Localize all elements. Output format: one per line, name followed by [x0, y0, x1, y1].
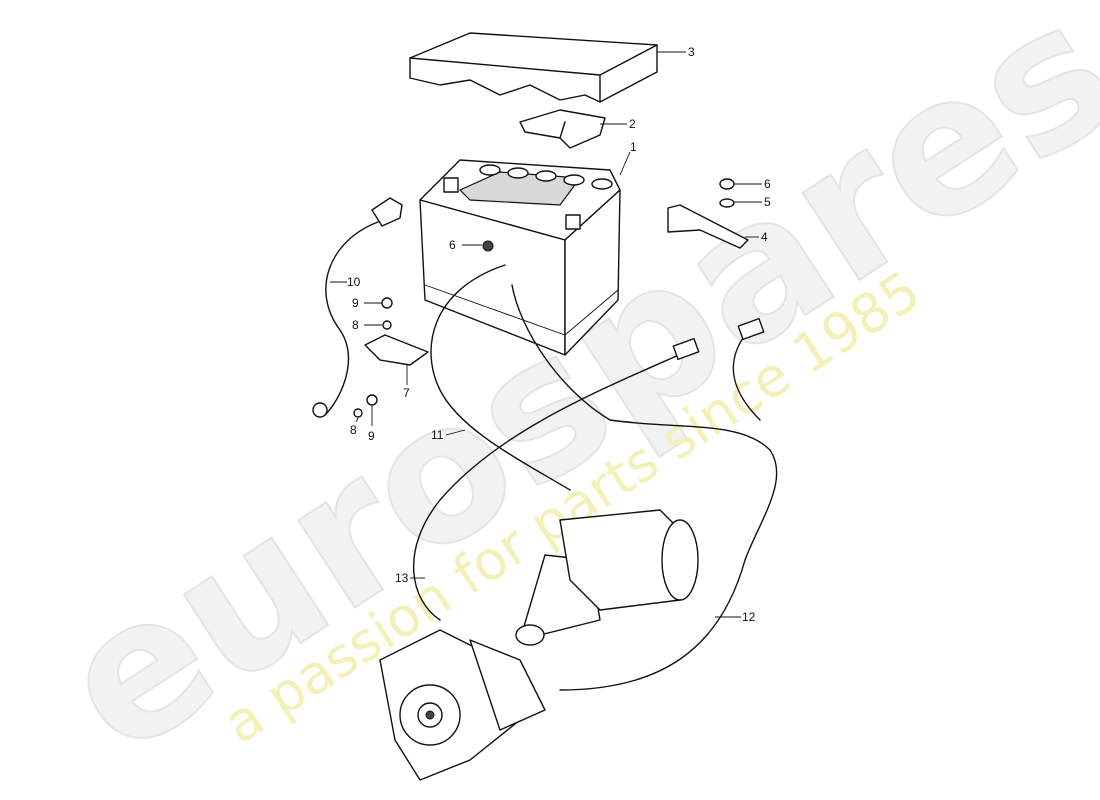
- battery-clamp: [519, 109, 606, 149]
- callout-13: 13: [395, 571, 409, 585]
- starter-motor: [515, 509, 699, 646]
- callout-7: 7: [403, 386, 410, 400]
- callout-12: 12: [742, 610, 756, 624]
- callout-9: 9: [352, 296, 359, 310]
- callout-2: 2: [629, 117, 636, 131]
- callout-11: 11: [431, 428, 444, 442]
- callout-9b: 9: [368, 429, 375, 443]
- callout-3: 3: [688, 45, 695, 59]
- alternator: [379, 629, 546, 781]
- earth-strap: [312, 197, 403, 418]
- callout-1: 1: [630, 140, 637, 154]
- callout-5: 5: [764, 195, 771, 209]
- hold-down-bracket: [482, 178, 749, 252]
- callout-10: 10: [347, 275, 361, 289]
- mounting-parts: [353, 297, 429, 418]
- callout-labels: 3 2 1 6 5 4 6 10 9 8 7 8 9 11 13 12: [347, 45, 771, 624]
- callout-6b: 6: [449, 238, 456, 252]
- leader-lines: [330, 51, 762, 618]
- callout-6: 6: [764, 177, 771, 191]
- battery-cover: [409, 32, 658, 103]
- callout-8b: 8: [350, 423, 357, 437]
- cables: [412, 264, 778, 691]
- battery: [419, 159, 621, 356]
- callout-8: 8: [352, 318, 359, 332]
- callout-4: 4: [761, 230, 768, 244]
